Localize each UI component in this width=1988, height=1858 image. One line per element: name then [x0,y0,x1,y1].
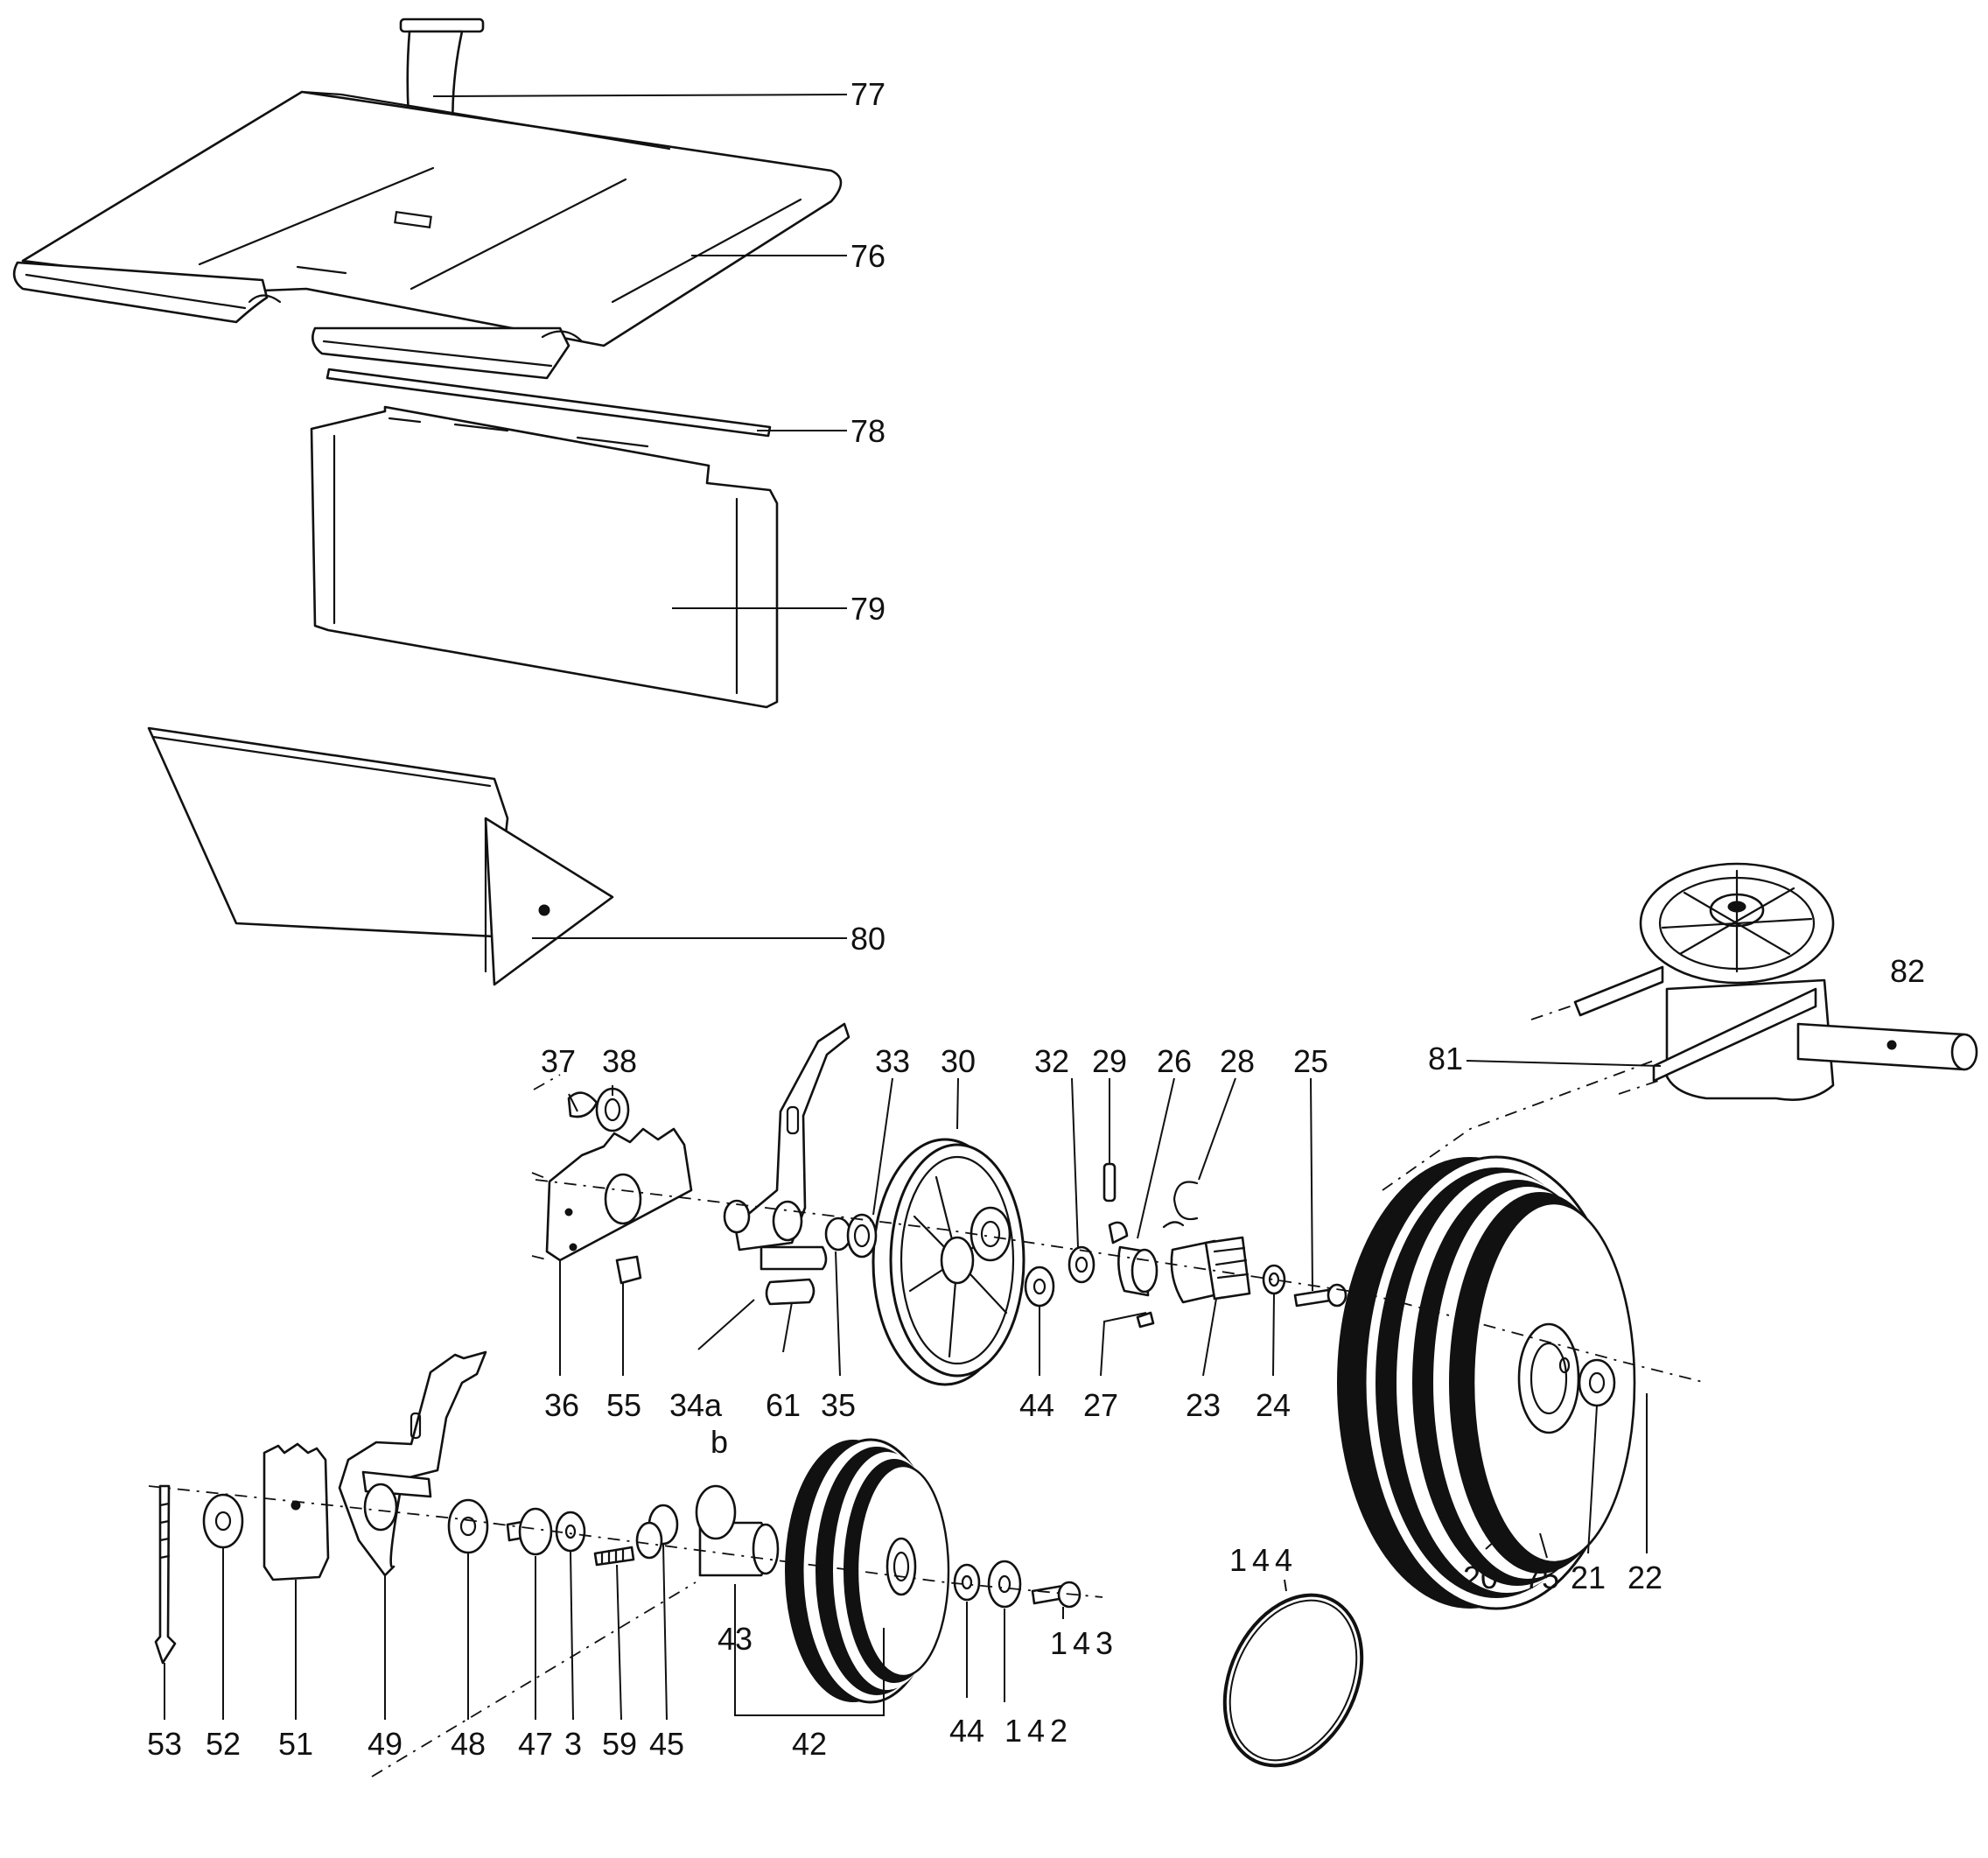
bracket-34a [723,1022,878,1306]
label-75: 75 [1524,1560,1559,1595]
label-49: 49 [368,1726,402,1762]
strip-78 [326,368,772,438]
label-21: 21 [1571,1560,1606,1595]
label-3: 3 [564,1726,582,1762]
leader-lines [164,94,1662,1721]
label-53: 53 [147,1726,182,1762]
label-34a: 34a [669,1387,723,1423]
label-79: 79 [850,591,886,627]
label-33: 33 [875,1043,910,1079]
part-labels: 77 76 78 79 80 82 81 37 38 33 30 32 29 2… [147,76,1925,1762]
pulley-30 [872,1138,1026,1386]
label-24: 24 [1256,1387,1291,1423]
label-76: 76 [850,238,886,274]
label-35: 35 [821,1387,856,1423]
label-77: 77 [850,76,886,112]
label-51: 51 [278,1726,313,1762]
label-142: 142 [1004,1713,1073,1749]
label-28: 28 [1220,1043,1255,1079]
label-34b: b [710,1424,728,1460]
label-30: 30 [941,1043,976,1079]
label-45: 45 [649,1726,684,1762]
label-37: 37 [541,1043,576,1079]
label-144: 144 [1229,1542,1298,1578]
label-81: 81 [1428,1041,1463,1076]
label-59: 59 [602,1726,637,1762]
label-36: 36 [544,1387,579,1423]
label-48: 48 [451,1726,486,1762]
belt-ring-144 [1222,1593,1364,1768]
label-27: 27 [1083,1387,1118,1423]
hub-parts [1024,1162,1348,1329]
assembly-axes [148,1004,1707,1777]
label-20: 20 [1463,1560,1498,1595]
label-38: 38 [602,1043,637,1079]
label-78: 78 [850,413,886,449]
label-143: 143 [1050,1625,1118,1661]
small-wheel-42 [785,1438,950,1704]
label-25: 25 [1293,1043,1328,1079]
label-80: 80 [850,921,886,957]
label-47: 47 [518,1726,553,1762]
deflector-80 [147,726,614,986]
large-wheel-20 [1337,1155,1636,1610]
label-43: 43 [718,1621,752,1657]
height-plate-36 [545,1087,693,1285]
label-44-lower: 44 [949,1713,984,1749]
label-61: 61 [766,1387,801,1423]
label-23: 23 [1186,1387,1221,1423]
label-55: 55 [606,1387,641,1423]
label-29: 29 [1092,1043,1127,1079]
lower-hub-parts [953,1560,1082,1609]
gearbox-pulley-81 [1573,862,1978,1101]
label-44-upper: 44 [1019,1387,1054,1423]
top-cover-76 [12,90,843,380]
label-26: 26 [1157,1043,1192,1079]
label-32: 32 [1034,1043,1069,1079]
label-82: 82 [1890,953,1925,989]
label-42: 42 [792,1726,827,1762]
label-22: 22 [1628,1560,1662,1595]
panel-79 [310,405,779,709]
label-52: 52 [206,1726,241,1762]
lower-left-parts [154,1350,780,1665]
